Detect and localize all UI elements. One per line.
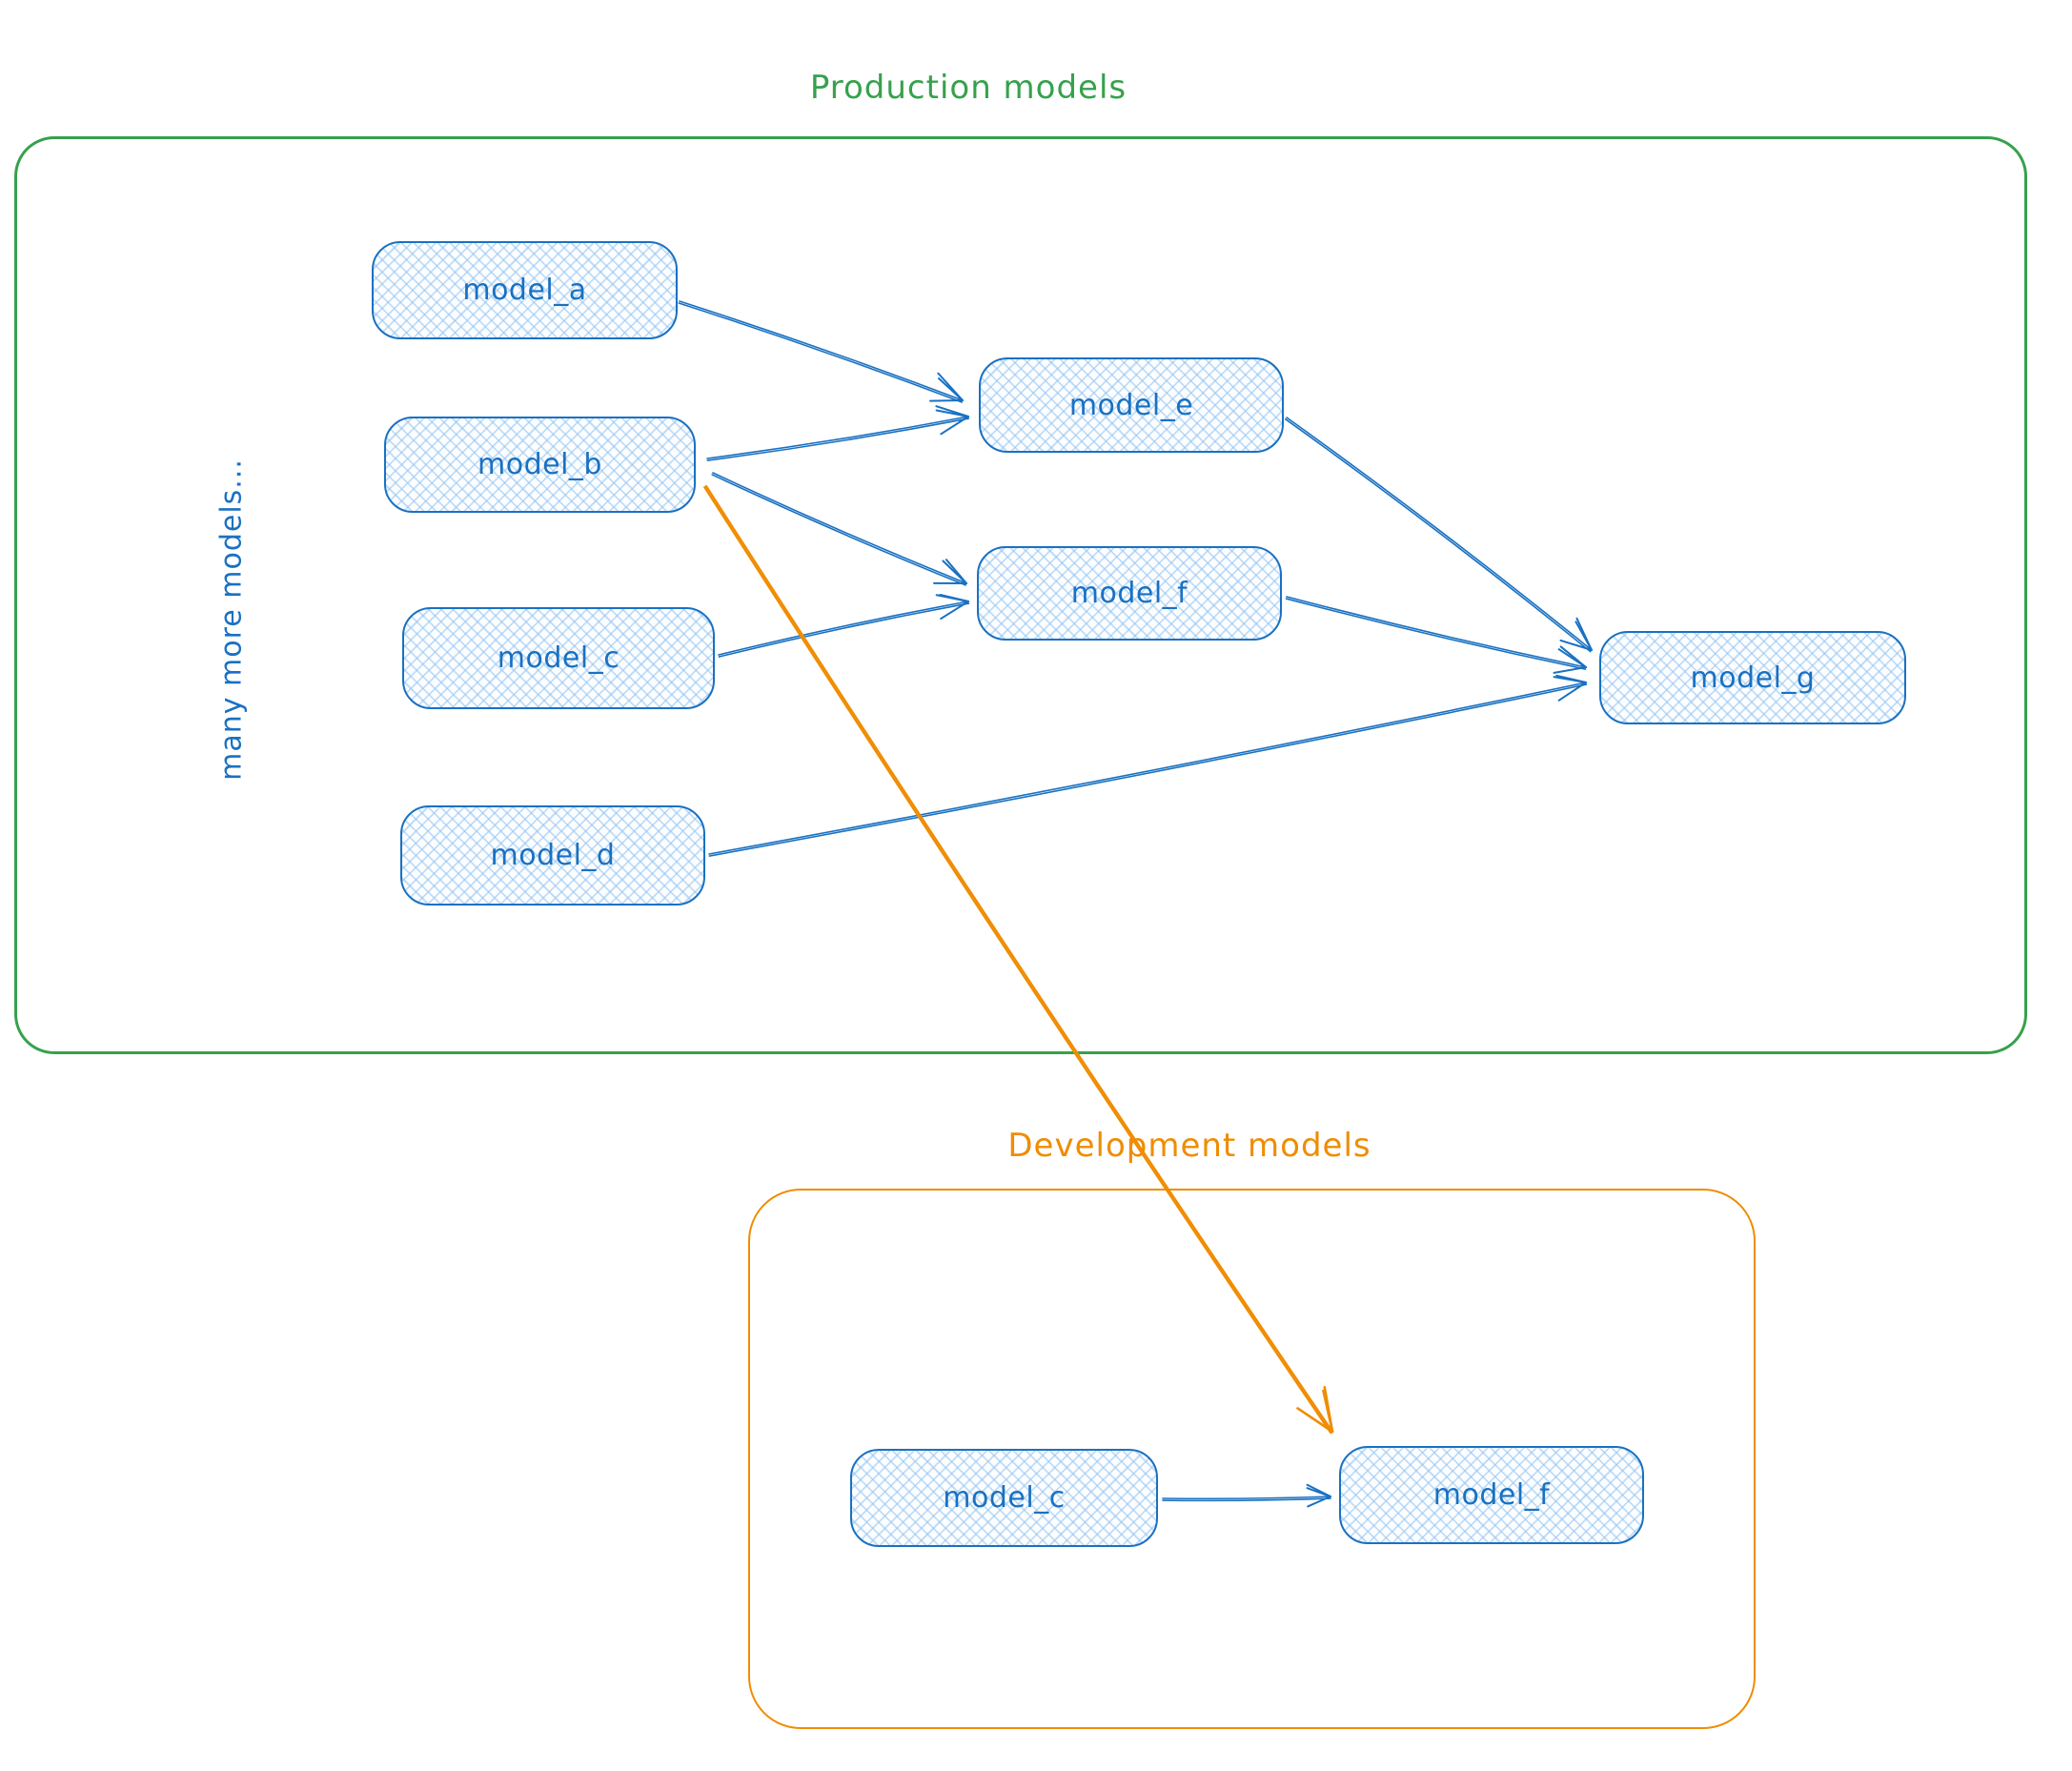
production-title: Production models [809, 69, 1127, 107]
node-prod-model-a[interactable]: model_a [372, 241, 678, 339]
node-dev-model-f[interactable]: model_f [1339, 1446, 1644, 1544]
node-prod-model-d[interactable]: model_d [400, 805, 705, 906]
node-label: model_f [1070, 577, 1188, 610]
arrow-model-e-to-model-g[interactable] [1284, 417, 1593, 653]
node-prod-model-g[interactable]: model_g [1599, 631, 1906, 724]
node-label: model_f [1432, 1478, 1551, 1512]
development-group-frame[interactable] [748, 1189, 1756, 1729]
node-prod-model-f[interactable]: model_f [977, 546, 1282, 641]
node-label: model_c [497, 641, 620, 675]
node-label: model_g [1690, 661, 1816, 695]
node-dev-model-c[interactable]: model_c [850, 1449, 1158, 1547]
node-prod-model-c[interactable]: model_c [402, 607, 715, 709]
arrow-model-f-to-model-g[interactable] [1285, 596, 1587, 674]
arrow-model-b-to-model-e[interactable] [706, 405, 970, 461]
node-prod-model-b[interactable]: model_b [384, 417, 696, 513]
node-label: model_a [462, 274, 587, 307]
arrow-model-a-to-model-e[interactable] [678, 300, 964, 403]
arrow-dev-model-c-to-dev-model-f[interactable] [1162, 1483, 1331, 1508]
arrow-model-d-to-model-g[interactable] [708, 674, 1588, 857]
node-prod-model-e[interactable]: model_e [979, 357, 1284, 453]
node-label: model_d [490, 839, 616, 872]
development-title: Development models [1007, 1127, 1371, 1165]
arrow-model-b-to-dev-model-f[interactable] [703, 484, 1334, 1435]
arrow-model-b-to-model-f[interactable] [711, 472, 967, 586]
node-label: model_e [1068, 388, 1194, 422]
arrow-model-c-to-model-f[interactable] [718, 593, 970, 658]
node-label: model_c [943, 1481, 1066, 1515]
production-group-frame[interactable] [14, 136, 2027, 1054]
node-label: model_b [477, 448, 602, 481]
